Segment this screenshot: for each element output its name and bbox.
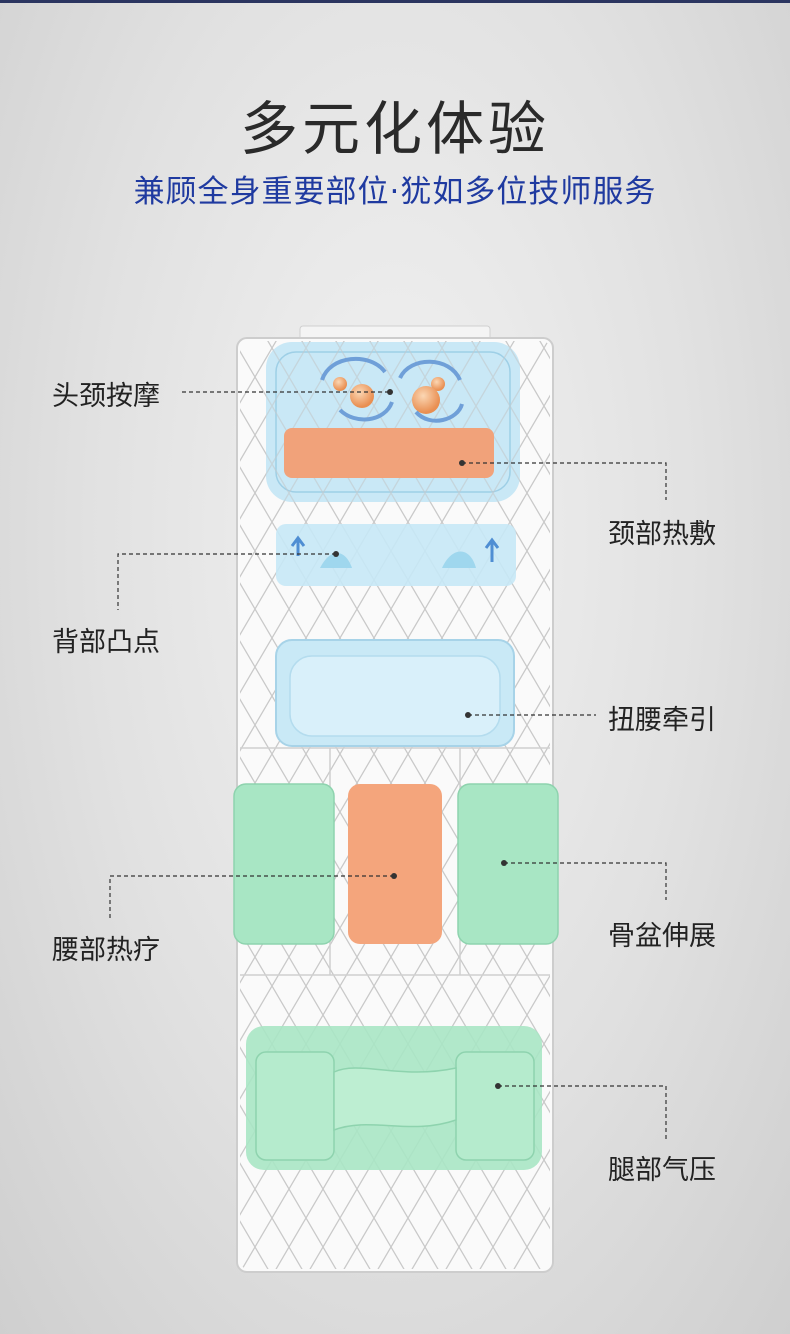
page-title: 多元化体验: [239, 95, 550, 163]
label-waist-traction: 扭腰牵引: [608, 705, 716, 736]
pelvis-zone: [233, 783, 559, 945]
label-neck-heat: 颈部热敷: [608, 519, 716, 550]
leg-airbag-zone: [246, 1026, 542, 1170]
neck-heat-pad: [284, 428, 494, 478]
back-nodes-zone: [276, 524, 516, 586]
massage-ball: [350, 384, 374, 408]
massage-ball: [412, 386, 440, 414]
massage-ball: [333, 377, 347, 391]
massage-ball: [431, 377, 445, 391]
label-head-neck-massage: 头颈按摩: [52, 381, 160, 412]
top-border: [0, 0, 790, 3]
waist-heat-pad: [348, 784, 442, 944]
label-waist-heat: 腰部热疗: [52, 935, 160, 966]
label-pelvis-stretch: 骨盆伸展: [608, 921, 716, 952]
head-pillow-zone: [266, 342, 520, 502]
page-subtitle: 兼顾全身重要部位·犹如多位技师服务: [133, 174, 657, 210]
callout-lines: [109, 389, 667, 1140]
label-leg-air-pressure: 腿部气压: [608, 1155, 716, 1186]
label-back-nodes: 背部凸点: [52, 627, 160, 658]
waist-traction-zone: [275, 639, 515, 747]
